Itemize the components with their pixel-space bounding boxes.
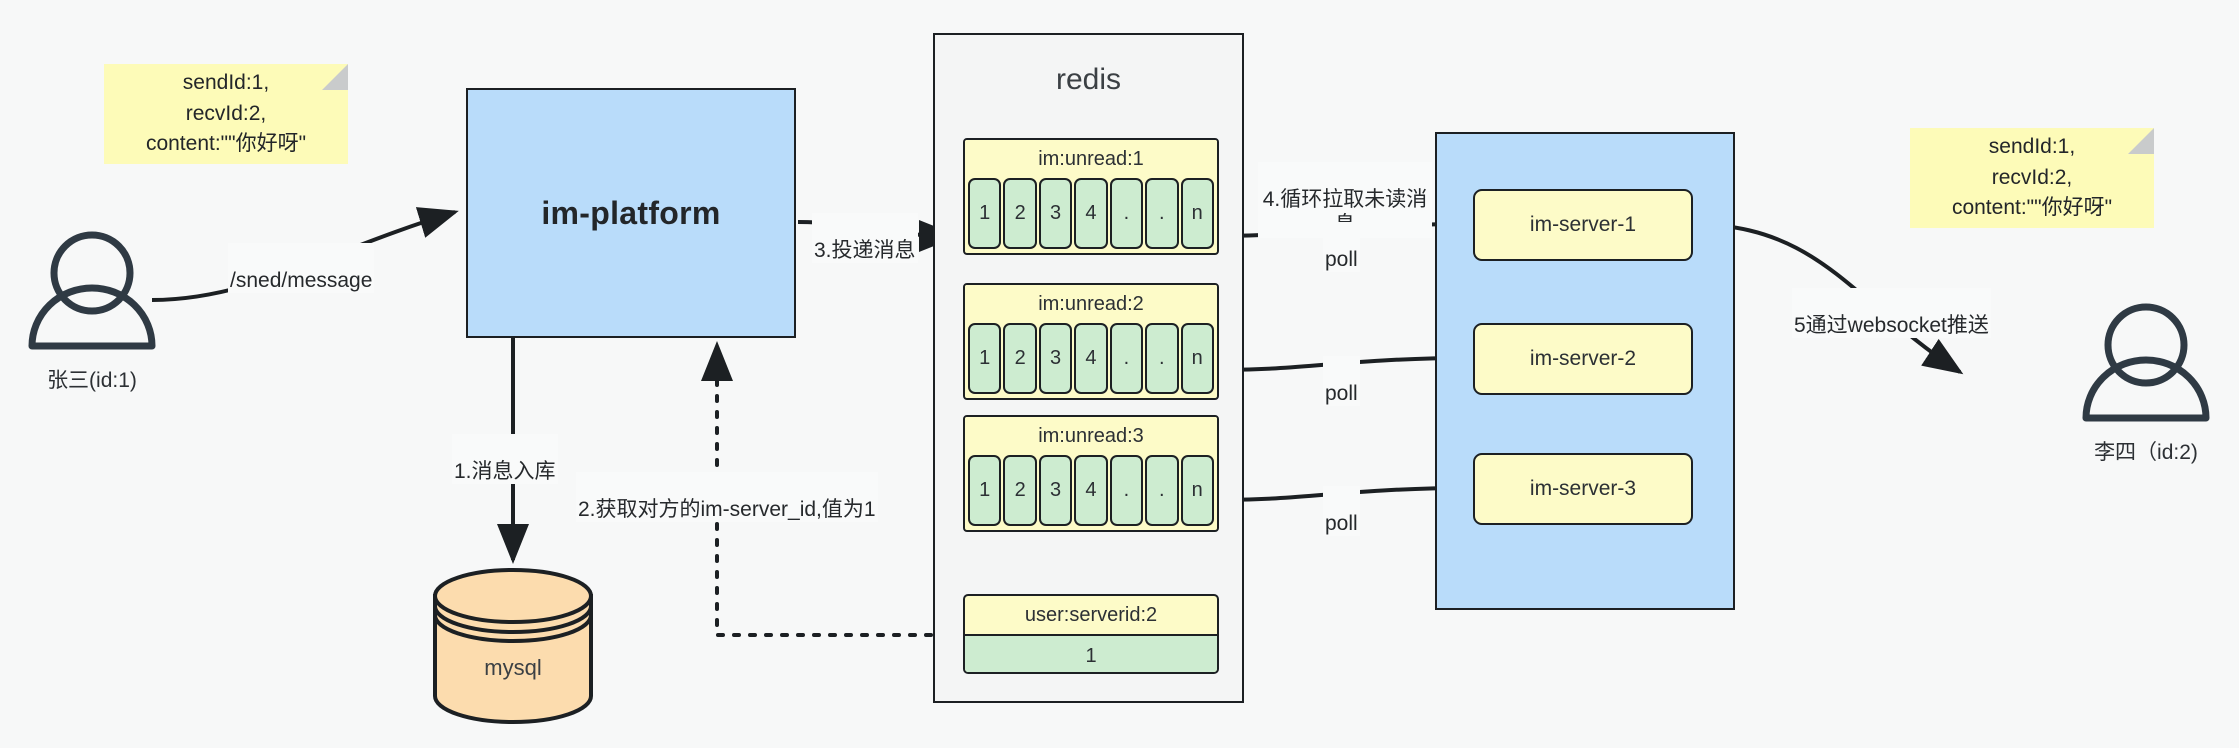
edge-step2 [701, 341, 965, 637]
list-cell: 3 [1038, 455, 1073, 526]
redis-list-im-unread-3[interactable]: im:unread:3 1 2 3 4 . . n [963, 415, 1219, 532]
redis-list-key: im:unread:3 [965, 417, 1217, 455]
redis-list-cells: 1 2 3 4 . . n [965, 455, 1217, 529]
list-cell: . [1145, 178, 1179, 249]
list-cell: 3 [1038, 178, 1073, 249]
edge-step5 [1689, 222, 1964, 375]
edge-label-step1: 1.消息入库 [452, 434, 558, 485]
note-fold-icon [322, 64, 348, 90]
redis-kv-key: user:serverid:2 [1024, 604, 1158, 626]
im-server-1-node[interactable]: im-server-1 [1473, 189, 1693, 261]
mysql-label: mysql [484, 655, 542, 680]
redis-list-key: im:unread:1 [965, 140, 1217, 178]
note-left-text: sendId:1, recvId:2, content:""你好呀" [145, 71, 307, 156]
redis-list-cells: 1 2 3 4 . . n [965, 178, 1217, 252]
redis-title: redis [1055, 63, 1122, 96]
list-cell: n [1180, 178, 1214, 249]
redis-list-im-unread-2[interactable]: im:unread:2 1 2 3 4 . . n [963, 283, 1219, 400]
redis-kv-user-serverid[interactable]: user:serverid:2 1 [963, 594, 1219, 674]
list-cell: . [1109, 455, 1144, 526]
user-icon-receiver [2082, 303, 2210, 422]
list-cell: 4 [1074, 178, 1108, 249]
edge-label-poll-2: poll [1323, 356, 1360, 407]
list-cell: . [1109, 323, 1144, 394]
list-cell: . [1109, 178, 1144, 249]
list-cell: . [1145, 455, 1179, 526]
im-server-1-label: im-server-1 [1529, 213, 1637, 236]
list-cell: n [1180, 455, 1214, 526]
list-cell: 2 [1003, 323, 1037, 394]
redis-list-key: im:unread:2 [965, 285, 1217, 323]
im-server-3-label: im-server-3 [1529, 477, 1637, 500]
list-cell: 1 [968, 323, 1002, 394]
list-cell: . [1145, 323, 1179, 394]
im-server-3-node[interactable]: im-server-3 [1473, 453, 1693, 525]
note-right-text: sendId:1, recvId:2, content:""你好呀" [1951, 135, 2113, 220]
edge-label-step3: 3.投递消息 [812, 213, 918, 264]
list-cell: 2 [1003, 178, 1037, 249]
database-cylinder-icon [433, 568, 593, 724]
edge-label-poll-1: poll [1323, 222, 1360, 273]
im-server-2-label: im-server-2 [1529, 347, 1637, 370]
user-icon-sender [28, 231, 156, 350]
list-cell: 1 [968, 455, 1002, 526]
im-platform-box[interactable]: im-platform [466, 88, 796, 338]
note-right: sendId:1, recvId:2, content:""你好呀" [1910, 128, 2154, 228]
sender-label: 张三(id:1) [47, 369, 137, 392]
edge-label-step2: 2.获取对方的im-server_id,值为1 [576, 472, 878, 523]
note-left: sendId:1, recvId:2, content:""你好呀" [104, 64, 348, 164]
redis-list-cells: 1 2 3 4 . . n [965, 323, 1217, 397]
edge-label-poll-3: poll [1323, 486, 1360, 537]
edge-label-send-message: /sned/message [228, 243, 375, 294]
receiver-label: 李四（id:2) [2094, 441, 2198, 464]
list-cell: n [1180, 323, 1214, 394]
note-fold-icon [2128, 128, 2154, 154]
list-cell: 4 [1074, 323, 1108, 394]
redis-list-im-unread-1[interactable]: im:unread:1 1 2 3 4 . . n [963, 138, 1219, 255]
list-cell: 3 [1038, 323, 1073, 394]
im-platform-label: im-platform [541, 194, 721, 231]
list-cell: 2 [1003, 455, 1037, 526]
edge-label-step5: 5通过websocket推送 [1792, 288, 1991, 339]
list-cell: 1 [968, 178, 1002, 249]
im-server-2-node[interactable]: im-server-2 [1473, 323, 1693, 395]
list-cell: 4 [1074, 455, 1108, 526]
redis-kv-value: 1 [965, 634, 1217, 672]
